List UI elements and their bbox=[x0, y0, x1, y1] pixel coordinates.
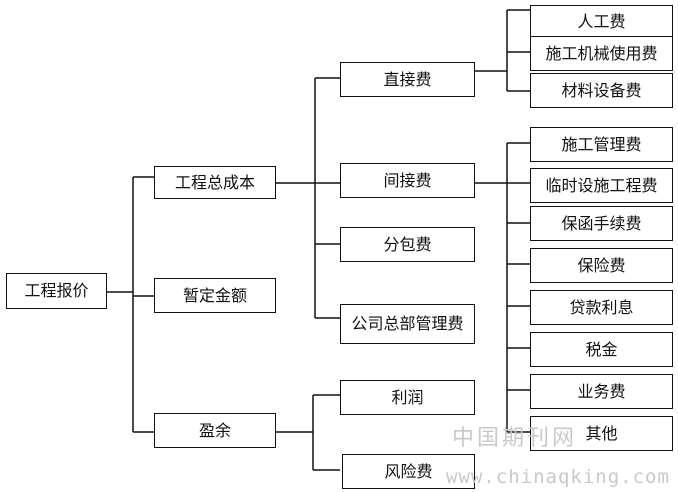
node-direct-cost: 直接费 bbox=[340, 62, 475, 97]
node-hq-management-cost: 公司总部管理费 bbox=[340, 304, 475, 344]
node-material-cost: 材料设备费 bbox=[530, 73, 673, 108]
watermark-cn: 中国期刊网 bbox=[452, 426, 578, 451]
node-root: 工程报价 bbox=[6, 273, 107, 309]
node-risk-cost: 风险费 bbox=[342, 454, 475, 489]
node-tax: 税金 bbox=[530, 332, 673, 367]
node-total-cost: 工程总成本 bbox=[154, 166, 276, 199]
node-temporary-facility-cost: 临时设施工程费 bbox=[530, 168, 673, 203]
watermark-url: www.chinaqking.com bbox=[446, 466, 670, 488]
node-business-cost: 业务费 bbox=[530, 374, 673, 409]
node-labor-cost: 人工费 bbox=[530, 5, 673, 38]
node-profit: 利润 bbox=[340, 380, 475, 415]
node-other: 其他 bbox=[530, 416, 673, 451]
node-subcontract-cost: 分包费 bbox=[340, 227, 475, 262]
node-guarantee-fee: 保函手续费 bbox=[530, 206, 673, 241]
node-surplus: 盈余 bbox=[154, 413, 276, 448]
node-provisional-sum: 暂定金额 bbox=[154, 278, 276, 313]
node-loan-interest: 贷款利息 bbox=[530, 290, 673, 325]
node-insurance-cost: 保险费 bbox=[530, 248, 673, 283]
node-site-management-cost: 施工管理费 bbox=[530, 127, 673, 162]
node-machinery-cost: 施工机械使用费 bbox=[530, 36, 673, 71]
node-indirect-cost: 间接费 bbox=[340, 163, 475, 198]
